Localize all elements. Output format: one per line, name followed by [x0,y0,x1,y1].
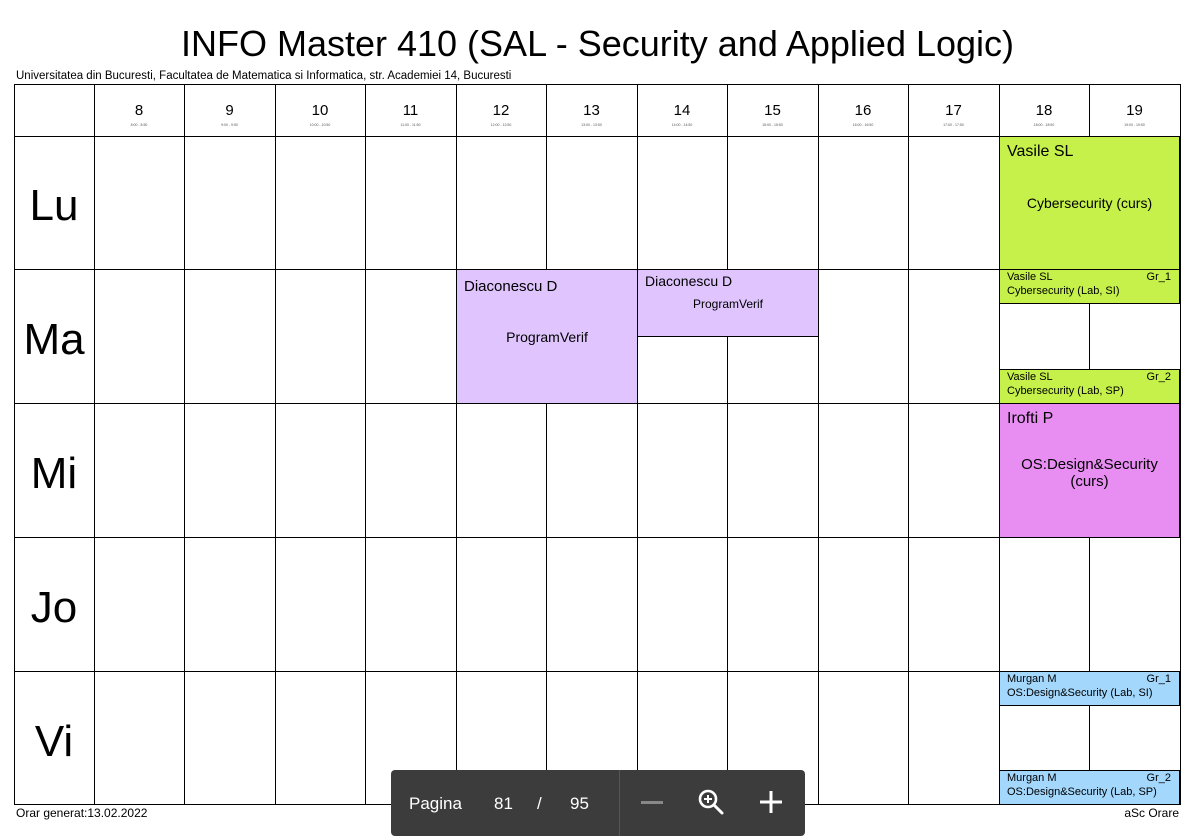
hour-range: 12:00 - 12:50 [490,123,512,127]
hour-range: 17:00 - 17:50 [943,123,964,127]
event-professor: Vasile SL [1007,371,1053,383]
current-page-input[interactable]: 81 [494,794,513,813]
event-subject: ProgramVerif [692,297,764,311]
event-group: Gr_1 [1146,673,1171,685]
event-subject: ProgramVerif [506,329,588,345]
event-os-lab-gr1[interactable]: Murgan M Gr_1 OS:Design&Security (Lab, S… [999,671,1180,706]
hour-header: 13 13:00 - 13:50 [546,84,637,136]
hour-header: 15 15:00 - 15:50 [727,84,818,136]
timetable-grid: 8 8:00 - 8:50 9 9:00 - 9:50 10 10:00 - 10:5… [14,84,1181,805]
hour-label: 14 [673,102,691,119]
event-subject: Cybersecurity (Lab, SP) [1007,385,1124,397]
hour-label: 9 [225,102,234,119]
zoom-in-icon[interactable] [697,788,725,816]
hour-label: 12 [492,102,510,119]
hour-label: 16 [854,102,872,119]
event-programverif[interactable]: Diaconescu D ProgramVerif [456,269,638,404]
hour-label: 18 [1035,102,1053,119]
event-programverif-half[interactable]: Diaconescu D ProgramVerif [637,269,819,337]
hour-label: 15 [764,102,781,119]
event-professor: Diaconescu D [464,278,558,295]
event-professor: Vasile SL [1007,271,1053,283]
hour-label: 17 [945,102,962,119]
day-label-vi: Vi [34,717,74,766]
hour-label: 10 [311,102,329,119]
page-separator: / [537,794,542,813]
total-pages: 95 [570,794,589,813]
hour-header: 16 16:00 - 16:50 [818,84,908,136]
event-subject: Cybersecurity (curs) [1026,195,1153,211]
hour-header: 11 11:00 - 11:50 [365,84,456,136]
hour-range: 10:00 - 10:50 [309,123,331,127]
minus-icon[interactable] [641,801,663,804]
event-group: Gr_2 [1146,772,1171,784]
hour-header: 10 10:00 - 10:50 [275,84,365,136]
event-os-design-security-curs[interactable]: Irofti P OS:Design&Security (curs) [999,403,1180,538]
hour-range: 18:00 - 18:50 [1033,123,1055,127]
event-group: Gr_1 [1146,271,1171,283]
day-label-jo: Jo [30,583,78,632]
hour-range: 13:00 - 13:50 [581,123,602,127]
event-subject: OS:Design&Security (Lab, SP) [1007,786,1157,798]
hour-range: 15:00 - 15:50 [762,123,783,127]
event-subject: Cybersecurity (Lab, SI) [1007,285,1120,297]
event-professor: Diaconescu D [645,273,733,289]
hour-label: 8 [134,102,144,119]
hour-label: 11 [402,102,419,119]
hour-header: 18 18:00 - 18:50 [999,84,1089,136]
generated-date: Orar generat:13.02.2022 [16,806,148,820]
event-subject-line1: OS:Design&Security [1021,456,1158,473]
plus-icon[interactable] [758,789,784,815]
event-subject: OS:Design&Security (Lab, SI) [1007,687,1153,699]
page-label: Pagina [409,794,462,813]
hour-range: 9:00 - 9:50 [221,123,238,127]
pdf-page-toolbar: Pagina 81 / 95 [391,770,805,836]
event-os-lab-gr2[interactable]: Murgan M Gr_2 OS:Design&Security (Lab, S… [999,770,1180,805]
event-cybersecurity-curs[interactable]: Vasile SL Cybersecurity (curs) [999,136,1180,270]
hour-range: 16:00 - 16:50 [852,123,874,127]
event-professor: Irofti P [1007,410,1054,427]
hour-label: 19 [1126,102,1143,119]
hour-range: 8:00 - 8:50 [130,123,148,127]
event-subject-line2: (curs) [1070,473,1109,490]
event-cybersecurity-lab-gr1[interactable]: Vasile SL Gr_1 Cybersecurity (Lab, SI) [999,269,1180,304]
event-professor: Vasile SL [1007,143,1074,160]
hour-header: 17 17:00 - 17:50 [908,84,999,136]
hour-header: 12 12:00 - 12:50 [456,84,546,136]
event-cybersecurity-lab-gr2[interactable]: Vasile SL Gr_2 Cybersecurity (Lab, SP) [999,369,1180,404]
event-professor: Murgan M [1007,673,1057,685]
hour-header: 8 8:00 - 8:50 [94,84,184,136]
page-title: INFO Master 410 (SAL - Security and Appl… [180,23,1015,64]
hour-header: 14 14:00 - 14:50 [637,84,727,136]
day-label-mi: Mi [30,449,78,498]
institution-address: Universitatea din Bucuresti, Facultatea … [16,70,512,82]
day-label-ma: Ma [23,315,85,364]
brand-label: aSc Orare [1124,806,1179,820]
hour-range: 11:00 - 11:50 [400,123,421,127]
day-label-lu: Lu [29,181,79,230]
event-group: Gr_2 [1146,371,1171,383]
hour-range: 14:00 - 14:50 [671,123,693,127]
toolbar-divider [619,770,620,836]
event-professor: Murgan M [1007,772,1057,784]
hour-range: 19:00 - 19:50 [1124,123,1145,127]
hour-header: 19 19:00 - 19:50 [1089,84,1180,136]
hour-header: 9 9:00 - 9:50 [184,84,275,136]
hour-label: 13 [583,102,600,119]
